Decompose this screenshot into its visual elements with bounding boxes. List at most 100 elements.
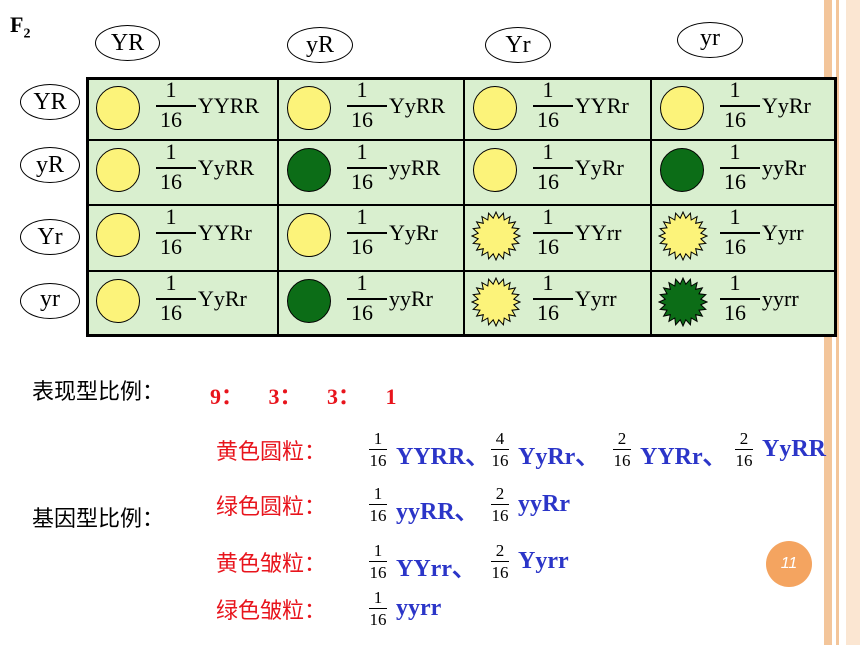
gamete-left-1: YR	[20, 84, 80, 120]
fraction-denominator: 16	[369, 451, 387, 470]
fraction-denominator: 16	[491, 451, 509, 470]
fraction-numerator: 2	[495, 484, 505, 503]
fraction-numerator: 1	[356, 77, 368, 102]
fraction-bar	[156, 232, 196, 234]
cell-genotype: yyRr	[389, 286, 433, 311]
fraction-numerator: 1	[542, 139, 554, 164]
fraction-denominator: 16	[735, 451, 753, 470]
fraction-numerator: 2	[495, 541, 505, 560]
gamete-top-2: yR	[287, 27, 353, 63]
fraction-bar	[156, 105, 196, 107]
cell-genotype: yyRr	[762, 155, 806, 180]
fraction-numerator: 2	[617, 429, 627, 448]
fraction-bar	[720, 105, 760, 107]
genotype-group-label: 黄色圆粒：	[216, 440, 327, 465]
fraction-bar	[533, 232, 573, 234]
yellow-round-pea-icon	[287, 86, 331, 130]
fraction-numerator: 1	[729, 270, 741, 295]
generation-label: F2	[10, 12, 31, 42]
fraction-numerator: 1	[373, 484, 383, 503]
punnett-square	[86, 77, 837, 337]
fraction-bar	[156, 167, 196, 169]
genotype-text: yyRr	[518, 491, 570, 517]
genotype-text: YyRr、	[518, 444, 600, 470]
fraction-denominator: 16	[351, 107, 373, 132]
fraction-numerator: 1	[356, 139, 368, 164]
yellow-wrinkled-pea-icon	[471, 211, 521, 261]
green-round-pea-icon	[660, 148, 704, 192]
gamete-top-4: yr	[677, 22, 743, 58]
fraction-denominator: 16	[160, 107, 182, 132]
genotype-text: yyRR、	[396, 499, 479, 525]
fraction-bar	[720, 167, 760, 169]
green-round-pea-icon	[287, 279, 331, 323]
grid-divider	[463, 77, 465, 337]
cell-genotype: YyRr	[762, 93, 811, 118]
fraction-numerator: 1	[165, 270, 177, 295]
gamete-left-2: yR	[20, 147, 80, 183]
fraction-denominator: 16	[369, 563, 387, 582]
gamete-top-3: Yr	[485, 27, 551, 63]
fraction-numerator: 2	[739, 429, 749, 448]
fraction-denominator: 16	[724, 300, 746, 325]
green-wrinkled-pea-icon	[658, 277, 708, 327]
fraction-numerator: 1	[373, 588, 383, 607]
fraction-bar	[347, 167, 387, 169]
fraction-bar	[369, 561, 387, 562]
page-number: 11	[766, 541, 812, 587]
fraction-bar	[533, 105, 573, 107]
cell-genotype: YyRR	[198, 155, 255, 180]
fraction-bar	[613, 449, 631, 450]
yellow-round-pea-icon	[96, 279, 140, 323]
fraction-denominator: 16	[724, 169, 746, 194]
genotype-text: yyrr	[396, 595, 442, 621]
cell-genotype: YyRR	[389, 93, 446, 118]
yellow-round-pea-icon	[660, 86, 704, 130]
cell-genotype: YYRr	[575, 93, 629, 118]
genotype-text: YyRR	[762, 436, 826, 462]
fraction-denominator: 16	[491, 506, 509, 525]
yellow-round-pea-icon	[287, 213, 331, 257]
fraction-bar	[369, 504, 387, 505]
genotype-ratio-label: 基因型比例：	[32, 507, 165, 532]
fraction-bar	[491, 504, 509, 505]
yellow-round-pea-icon	[96, 148, 140, 192]
fraction-numerator: 1	[729, 139, 741, 164]
fraction-numerator: 1	[729, 77, 741, 102]
cell-genotype: YYRr	[198, 220, 252, 245]
grid-divider	[277, 77, 279, 337]
fraction-numerator: 1	[165, 204, 177, 229]
grid-divider	[86, 270, 837, 272]
genotype-group-label: 绿色皱粒：	[216, 599, 327, 624]
fraction-numerator: 1	[373, 429, 383, 448]
yellow-wrinkled-pea-icon	[658, 211, 708, 261]
decor-stripe	[836, 0, 839, 645]
fraction-bar	[735, 449, 753, 450]
gamete-left-4: yr	[20, 283, 80, 319]
fraction-numerator: 1	[165, 77, 177, 102]
fraction-bar	[720, 298, 760, 300]
fraction-denominator: 16	[160, 169, 182, 194]
phenotype-ratio: 9： 3： 3： 1	[210, 384, 397, 409]
green-round-pea-icon	[287, 148, 331, 192]
fraction-numerator: 1	[165, 139, 177, 164]
fraction-numerator: 1	[356, 204, 368, 229]
genotype-text: Yyrr	[518, 548, 569, 574]
fraction-bar	[720, 232, 760, 234]
fraction-denominator: 16	[369, 610, 387, 629]
grid-divider	[86, 204, 837, 206]
fraction-numerator: 1	[542, 204, 554, 229]
cell-genotype: Yyrr	[575, 286, 617, 311]
fraction-denominator: 16	[613, 451, 631, 470]
yellow-round-pea-icon	[96, 86, 140, 130]
fraction-denominator: 16	[724, 107, 746, 132]
cell-genotype: yyrr	[762, 286, 799, 311]
fraction-denominator: 16	[351, 234, 373, 259]
fraction-bar	[533, 298, 573, 300]
genotype-text: YYRr、	[640, 444, 727, 470]
fraction-numerator: 1	[373, 541, 383, 560]
fraction-denominator: 16	[537, 234, 559, 259]
fraction-denominator: 16	[160, 234, 182, 259]
genotype-text: YYrr、	[396, 556, 476, 582]
cell-genotype: YYRR	[198, 93, 260, 118]
